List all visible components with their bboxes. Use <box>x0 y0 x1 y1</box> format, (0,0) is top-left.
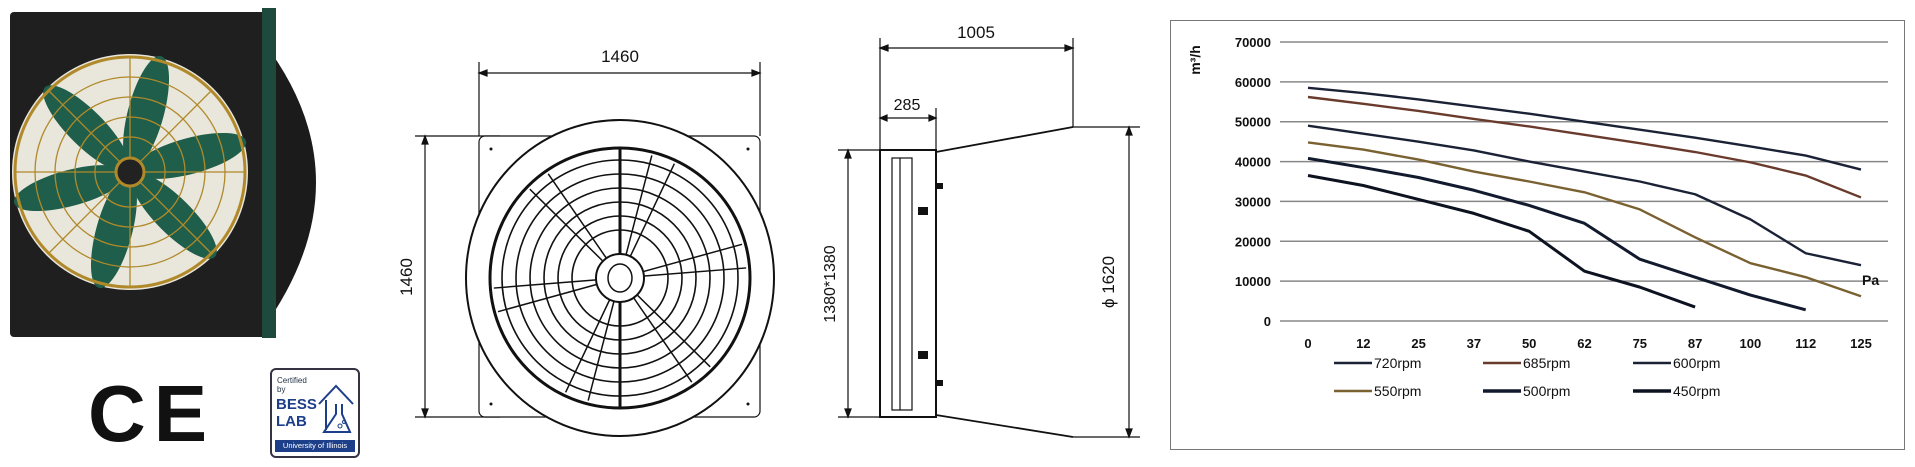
y-tick-label: 50000 <box>1235 115 1271 130</box>
y-axis-title: m³/h <box>1187 45 1203 75</box>
fan-housing-side <box>879 149 937 418</box>
legend-label: 550rpm <box>1374 383 1421 399</box>
x-tick-label: 25 <box>1411 336 1425 351</box>
blade-outlines <box>493 148 747 408</box>
front-view-drawing: 1460 1460 <box>397 47 775 437</box>
front-width-label: 1460 <box>601 47 639 66</box>
frame-depth-label: 285 <box>894 97 921 114</box>
series-line-500rpm <box>1307 156 1807 312</box>
front-height-label: 1460 <box>397 258 416 296</box>
y-tick-label: 30000 <box>1235 194 1271 209</box>
legend-label: 450rpm <box>1673 383 1720 399</box>
x-tick-label: 50 <box>1522 336 1536 351</box>
x-tick-label: 100 <box>1740 336 1762 351</box>
x-axis-unit-label: Pa <box>1862 272 1879 288</box>
legend-label: 685rpm <box>1523 355 1570 371</box>
x-tick-label: 75 <box>1633 336 1647 351</box>
x-tick-label: 112 <box>1795 336 1816 351</box>
series-line-450rpm <box>1307 174 1696 309</box>
series-line-600rpm <box>1307 124 1862 267</box>
y-tick-label: 10000 <box>1235 274 1271 289</box>
cone-outline <box>935 126 1074 438</box>
badge-bess: BESS <box>276 396 317 413</box>
legend-label: 600rpm <box>1673 355 1720 371</box>
badge-certified: Certified <box>277 376 307 385</box>
flask-house-icon <box>318 384 354 433</box>
series-line-720rpm <box>1307 86 1862 171</box>
opening-size-label: 1380*1380 <box>822 245 839 323</box>
badge-university: University of Illinois <box>275 440 355 452</box>
side-depth-label: 1005 <box>957 23 995 42</box>
x-tick-label: 62 <box>1577 336 1591 351</box>
ce-mark: CE <box>88 369 216 458</box>
badge-lab: LAB <box>276 413 307 430</box>
y-tick-label: 40000 <box>1235 155 1271 170</box>
y-tick-label: 0 <box>1264 314 1271 329</box>
y-tick-label: 60000 <box>1235 75 1271 90</box>
fan-product-photo <box>10 8 316 338</box>
diameter-label: ϕ 1620 <box>1099 256 1118 308</box>
x-tick-label: 37 <box>1467 336 1481 351</box>
side-view-drawing: 1005 285 1380*1380 ϕ 1620 <box>822 23 1140 439</box>
series-line-550rpm <box>1307 141 1862 298</box>
fan-blades <box>13 55 247 289</box>
y-tick-label: 20000 <box>1235 234 1271 249</box>
series-line-685rpm <box>1307 95 1862 199</box>
x-tick-label: 0 <box>1304 336 1311 351</box>
x-tick-label: 12 <box>1356 336 1370 351</box>
x-tick-label: 125 <box>1850 336 1872 351</box>
legend-label: 720rpm <box>1374 355 1421 371</box>
badge-by: by <box>277 385 286 394</box>
bess-lab-badge: Certified by BESS LAB University of Illi… <box>270 368 360 458</box>
fan-performance-chart-frame <box>1170 20 1905 450</box>
y-tick-label: 70000 <box>1235 35 1271 50</box>
x-tick-label: 87 <box>1688 336 1702 351</box>
legend-label: 500rpm <box>1523 383 1570 399</box>
